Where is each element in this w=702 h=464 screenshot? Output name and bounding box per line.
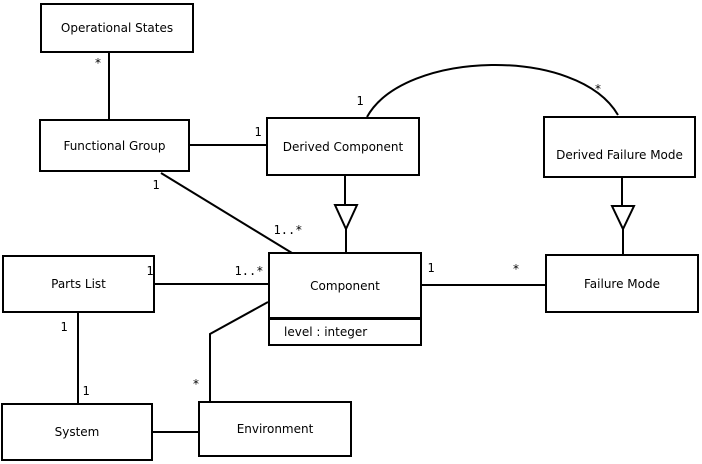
class-environment: Environment bbox=[198, 401, 352, 457]
generalization-arrow-icon bbox=[333, 204, 359, 232]
class-failure-mode: Failure Mode bbox=[545, 254, 699, 313]
class-name: Derived Component bbox=[282, 139, 404, 154]
generalization-arrow-icon bbox=[610, 205, 636, 232]
class-name: Component bbox=[310, 278, 380, 293]
multiplicity-component-from-parts-list: 1..* bbox=[234, 264, 264, 278]
class-name: Failure Mode bbox=[584, 276, 660, 291]
multiplicity-system-top: 1 bbox=[82, 384, 90, 398]
attribute-level: level : integer bbox=[284, 325, 368, 339]
class-parts-list: Parts List bbox=[2, 255, 155, 313]
line-component-environment bbox=[209, 301, 269, 401]
arc-derived-component-derived-failure-mode bbox=[366, 64, 619, 118]
multiplicity-parts-list-bottom: 1 bbox=[60, 320, 68, 334]
generalization-derived-component-component bbox=[333, 176, 359, 252]
multiplicity-arc-derived-component: 1 bbox=[356, 94, 364, 108]
multiplicity-operational-states: * bbox=[94, 56, 102, 70]
generalization-derived-failure-mode-failure-mode bbox=[610, 178, 636, 254]
class-functional-group: Functional Group bbox=[39, 119, 190, 172]
multiplicity-component-src: 1 bbox=[427, 261, 435, 275]
class-derived-component: Derived Component bbox=[266, 117, 420, 176]
class-system: System bbox=[1, 403, 153, 461]
class-name: Parts List bbox=[51, 277, 106, 291]
class-name: Environment bbox=[236, 422, 314, 436]
class-name: System bbox=[54, 425, 100, 439]
multiplicity-parts-list-src: 1 bbox=[146, 264, 154, 278]
class-component: Component level : integer bbox=[268, 252, 422, 346]
multiplicity-functional-group-src: 1 bbox=[152, 178, 160, 192]
multiplicity-component-from-functional-group: 1..* bbox=[273, 223, 303, 237]
class-name: Functional Group bbox=[63, 138, 166, 153]
multiplicity-arc-derived-failure-mode: * bbox=[594, 82, 602, 96]
class-name: Operational States bbox=[60, 21, 174, 35]
multiplicity-environment-top: * bbox=[192, 377, 200, 391]
class-attribute-compartment: level : integer bbox=[270, 317, 420, 344]
multiplicity-failure-mode-end: * bbox=[512, 262, 520, 276]
class-derived-failure-mode: Derived Failure Mode bbox=[543, 116, 696, 178]
class-name: Derived Failure Mode bbox=[556, 148, 683, 162]
line-functional-group-component bbox=[160, 172, 293, 254]
class-operational-states: Operational States bbox=[40, 3, 194, 53]
multiplicity-derived-component-end: 1 bbox=[254, 125, 262, 139]
